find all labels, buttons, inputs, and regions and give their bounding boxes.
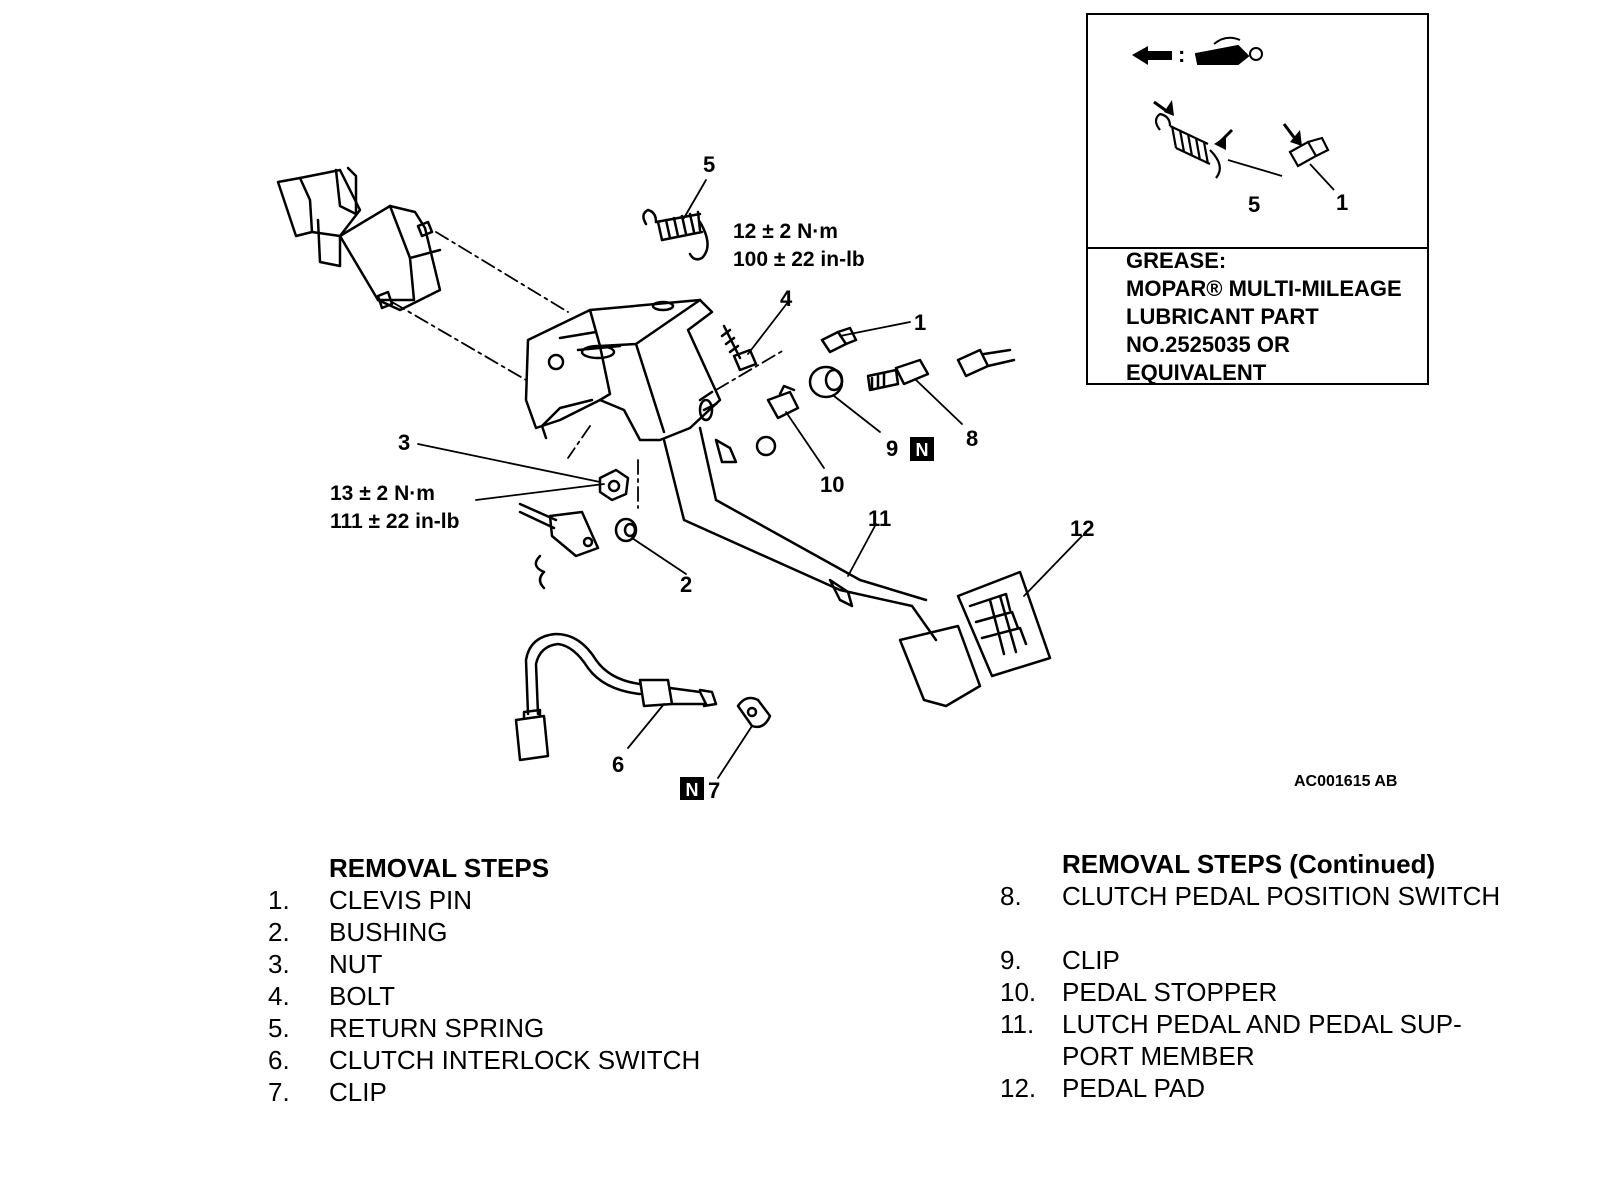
figure-code: AC001615 AB [1294,773,1397,790]
list-item: 10. PEDAL STOPPER [1000,976,1520,1008]
list-item: 2. BUSHING [268,916,768,948]
nut-torque-inlb: 111 ± 22 in-lb [330,510,459,533]
leader-lines [417,179,1083,779]
callout-4: 4 [780,286,793,311]
step-number: 6. [268,1045,290,1075]
step-text: RETURN SPRING [329,1013,545,1043]
pedal-support-bracket-drawing [524,298,722,442]
arrow-down-icon [1290,130,1302,146]
list-item: 9. CLIP [1000,944,1520,976]
grease-line-4: NO.2525035 OR [1126,332,1290,357]
legend-label-5: 5 [1248,192,1260,217]
step-text: NUT [329,949,383,979]
step-number: 3. [268,949,290,979]
callout-5: 5 [703,152,715,177]
legend-separator: : [1178,42,1185,67]
list-item: 8. CLUTCH PEDAL POSITION SWITCH [1000,880,1520,944]
list-item: 11. LUTCH PEDAL AND PEDAL SUP-PORT MEMBE… [1000,1008,1520,1072]
alignment-lines [391,231,785,509]
step-text: BOLT [329,981,395,1011]
step-number: 10. [1000,977,1037,1007]
step-number: 9. [1000,945,1022,975]
clevis-pin-drawing [820,326,858,354]
nut-and-bushing-drawing [598,468,638,543]
non-reusable-badge-9 [910,437,934,461]
list-item: 12. PEDAL PAD [1000,1072,1520,1104]
non-reusable-badge-7-text: N [686,780,699,800]
step-number: 4. [268,981,290,1011]
grease-line-3: LUBRICANT PART [1126,304,1319,329]
clutch-pedal-exploded-diagram: 5 4 1 3 2 9 8 10 11 12 6 7 N N 12 ± 2 N·… [276,13,1429,800]
bolt-torque-nm: 12 ± 2 N·m [733,220,838,243]
step-text: CLEVIS PIN [329,885,473,915]
step-text: LUTCH PEDAL AND PEDAL SUP-PORT MEMBER [1062,1009,1462,1071]
callout-9: 9 [886,436,898,461]
grease-line-5: EQUIVALENT [1126,360,1267,385]
list-item: 4. BOLT [268,980,768,1012]
step-number: 12. [1000,1073,1037,1103]
clip-7-drawing [736,696,772,729]
removal-steps-continued-list: REMOVAL STEPS (Continued) 8. CLUTCH PEDA… [1000,848,1520,1104]
bolt-torque-inlb: 100 ± 22 in-lb [733,248,865,271]
callout-7: 7 [708,778,720,800]
grease-line-1: GREASE: [1126,248,1226,273]
step-text: PEDAL STOPPER [1062,977,1278,1007]
callout-12: 12 [1070,516,1094,541]
arrow-down-icon [1164,100,1174,116]
position-switch-drawing [866,348,1016,392]
step-number: 2. [268,917,290,947]
step-number: 1. [268,885,290,915]
clevis-drawing [518,502,600,590]
removal-steps-continued-heading: REMOVAL STEPS (Continued) [1062,849,1436,879]
step-number: 7. [268,1077,290,1107]
callout-2: 2 [680,572,692,597]
clutch-pedal-arm-drawing [662,426,938,642]
callout-11: 11 [868,506,891,531]
removal-steps-heading: REMOVAL STEPS [329,853,550,883]
step-number: 8. [1000,881,1022,911]
list-item: 1. CLEVIS PIN [268,884,768,916]
legend-label-1: 1 [1336,190,1348,215]
step-number: 11. [1000,1009,1035,1039]
step-text: CLUTCH PEDAL POSITION SWITCH [1062,881,1501,911]
step-text: PEDAL PAD [1062,1073,1206,1103]
removal-steps-list: REMOVAL STEPS 1. CLEVIS PIN 2. BUSHING 3… [268,852,768,1108]
callout-1: 1 [914,310,926,335]
nut-torque-nm: 13 ± 2 N·m [330,482,435,505]
master-cylinder-drawing [276,166,442,312]
interlock-switch-drawing [514,632,718,762]
grease-line-2: MOPAR® MULTI-MILEAGE [1126,276,1402,301]
bolt-drawing [720,324,758,372]
callout-10: 10 [820,472,844,497]
arrow-left-icon [1132,46,1172,65]
step-text: CLIP [329,1077,387,1107]
step-number: 5. [268,1013,290,1043]
grease-legend: : 5 1 GREASE: MOPAR® MULTI [1086,13,1429,385]
pin-grease-icon [1282,123,1335,191]
non-reusable-badge-7 [680,777,704,800]
list-item: 3. NUT [268,948,768,980]
arrow-down-icon [1214,136,1226,150]
step-text: CLUTCH INTERLOCK SWITCH [329,1045,701,1075]
return-spring-drawing [642,208,709,261]
step-text: CLIP [1062,945,1120,975]
non-reusable-badge-9-text: N [916,440,929,460]
callout-6: 6 [612,752,624,777]
callout-8: 8 [966,426,978,451]
step-text: BUSHING [329,917,448,947]
clip-9-drawing [808,365,844,399]
callout-3: 3 [398,430,410,455]
list-item: 6. CLUTCH INTERLOCK SWITCH [268,1044,768,1076]
list-item: 5. RETURN SPRING [268,1012,768,1044]
pedal-stopper-drawing [766,384,800,420]
pedal-pad-drawing [898,570,1052,708]
list-item: 7. CLIP [268,1076,768,1108]
grease-gun-icon [1194,36,1263,65]
